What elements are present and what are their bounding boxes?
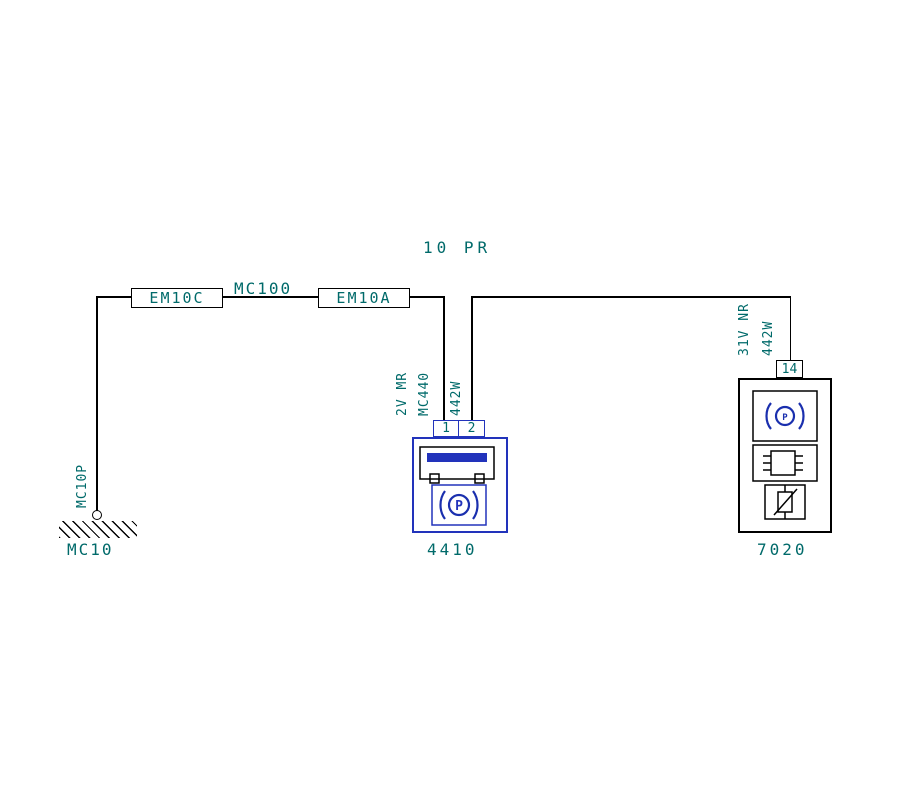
- connector-em10c-label: EM10C: [149, 289, 205, 307]
- wire-pin1-drop: [443, 296, 445, 422]
- label-splice-mc100: MC100: [234, 279, 293, 298]
- connector-em10c: EM10C: [131, 288, 223, 308]
- component-4410-graphic: P: [419, 446, 495, 526]
- wire-label-31v-nr: 31V NR: [737, 303, 752, 356]
- wire-label-mc440: MC440: [417, 371, 432, 416]
- label-harness-10pr: 10 PR: [423, 238, 492, 257]
- wire-ground-drop: [96, 296, 98, 512]
- wire-pin14-drop: [789, 296, 791, 362]
- ground-hatch-icon: [59, 521, 137, 538]
- wire-label-2v-mr: 2V MR: [395, 371, 410, 416]
- wire-ground-run: [96, 296, 444, 298]
- parking-p-icon: P: [431, 484, 487, 526]
- warning-lamp-icon: P: [752, 390, 818, 442]
- component-7020-graphic: P: [752, 390, 818, 520]
- switch-contact-icon: [419, 446, 495, 484]
- component-4410: P: [412, 437, 508, 533]
- label-component-7020: 7020: [757, 540, 808, 559]
- wire-label-442w-left: 442W: [449, 380, 464, 416]
- wire-label-442w-right: 442W: [761, 320, 776, 356]
- ground-terminal-circle: [92, 510, 102, 520]
- connector-em10a: EM10A: [318, 288, 410, 308]
- wire-label-mc10p: MC10P: [75, 463, 90, 508]
- wire-pin2-drop: [471, 296, 473, 422]
- pin-box-14: 14: [776, 360, 803, 378]
- parking-p-letter: P: [455, 499, 463, 514]
- resistor-icon: [764, 484, 806, 520]
- pin-box-1: 1: [433, 420, 459, 437]
- component-7020: P: [738, 378, 832, 533]
- chip-icon: [752, 444, 818, 482]
- label-ground-mc10: MC10: [67, 540, 114, 559]
- wire-442w-run: [471, 296, 791, 298]
- connector-em10a-label: EM10A: [336, 289, 392, 307]
- pin-box-2: 2: [458, 420, 485, 437]
- lamp-p-letter: P: [782, 413, 788, 423]
- label-component-4410: 4410: [427, 540, 478, 559]
